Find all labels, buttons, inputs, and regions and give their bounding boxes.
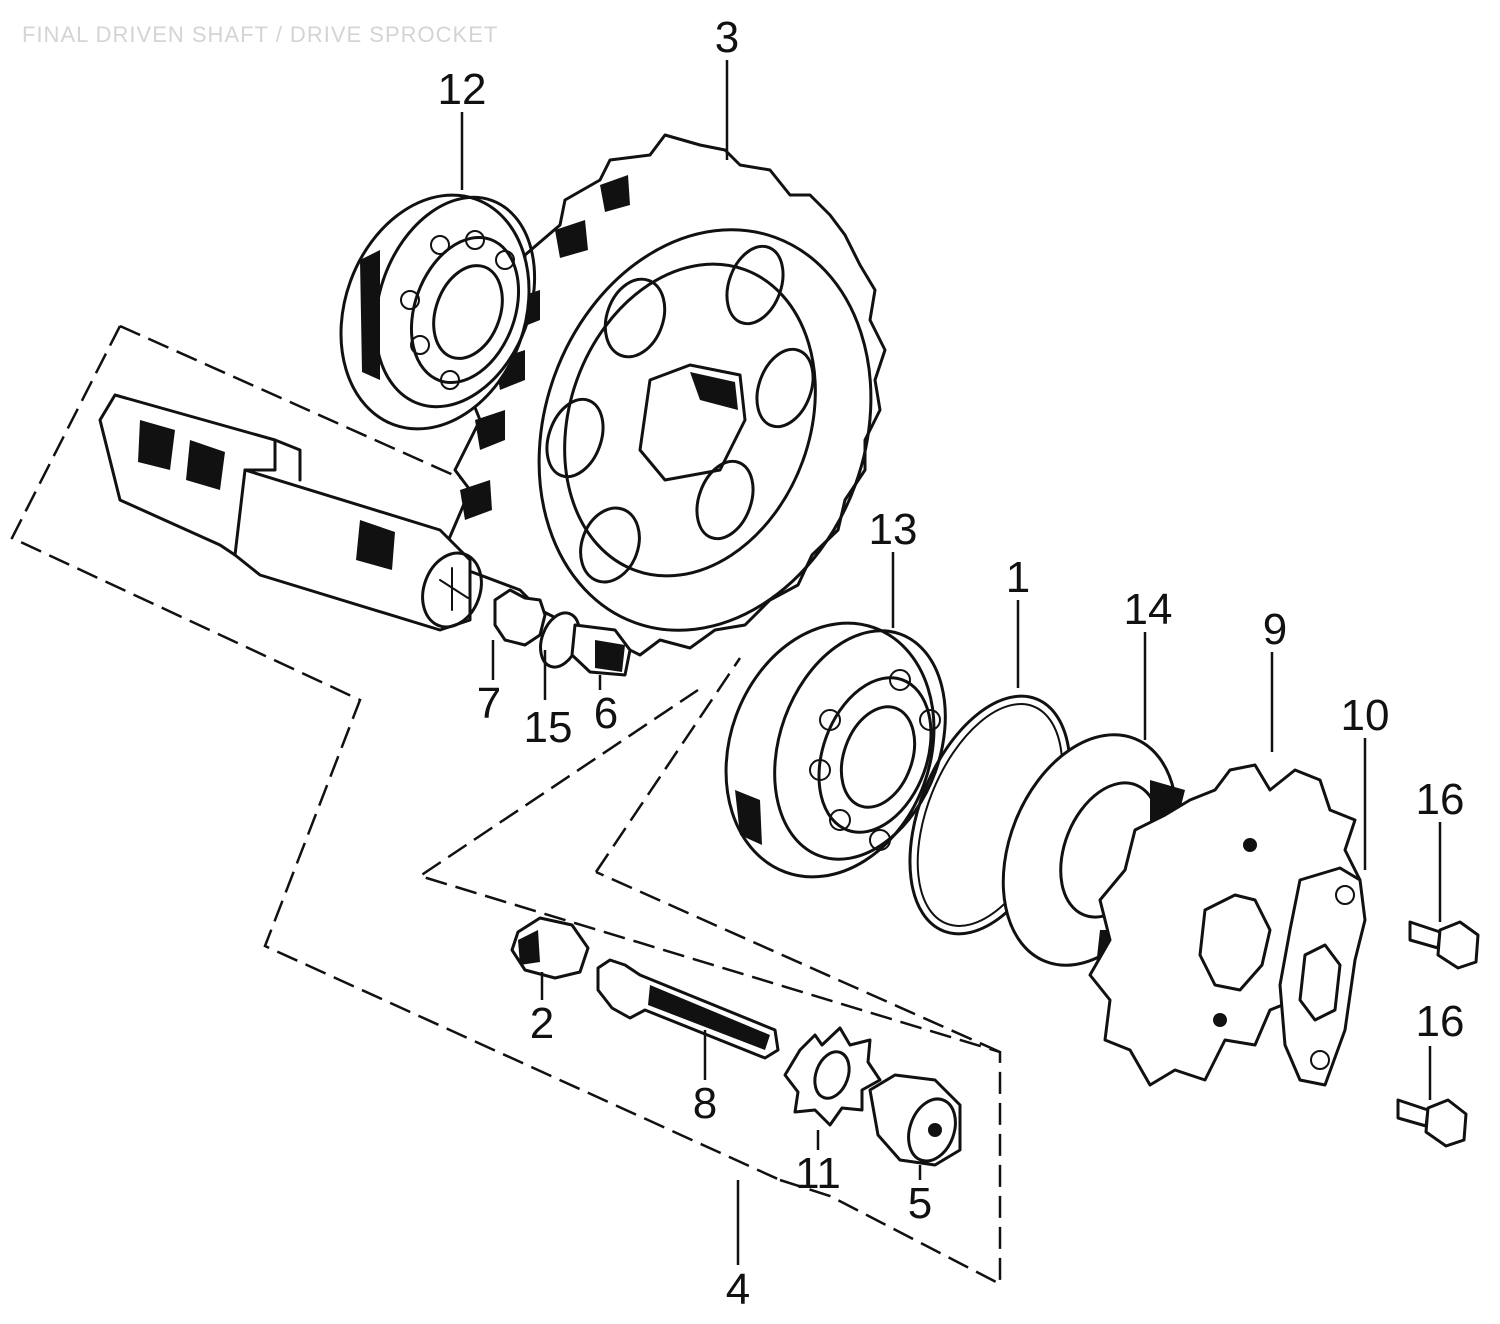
assembly-outline-dashed (10, 324, 1002, 1287)
callout-15: 15 (523, 703, 573, 752)
callout-6: 6 (593, 689, 619, 738)
final-driven-gear (438, 133, 887, 657)
callout-3: 3 (714, 13, 740, 62)
callout-5: 5 (907, 1179, 933, 1228)
callout-16-lower: 16 (1415, 997, 1465, 1046)
nut-6 (570, 623, 632, 677)
callout-1: 1 (1005, 553, 1031, 602)
callout-13: 13 (868, 505, 918, 554)
drive-sprocket-9 (1088, 763, 1362, 1087)
page-title: FINAL DRIVEN SHAFT / DRIVE SPROCKET (22, 22, 499, 47)
rod-8 (596, 958, 780, 1060)
callout-8: 8 (692, 1079, 718, 1128)
callout-2: 2 (529, 999, 555, 1048)
callout-9: 9 (1262, 605, 1288, 654)
callout-7: 7 (476, 679, 502, 728)
callout-12: 12 (437, 65, 487, 114)
callout-10: 10 (1340, 691, 1390, 740)
driven-shaft (98, 393, 547, 647)
leader-lines (460, 60, 1442, 1265)
callout-16-upper: 16 (1415, 775, 1465, 824)
bearing-13 (724, 621, 947, 879)
callout-11: 11 (795, 1149, 841, 1198)
cap-nut-5 (868, 1073, 962, 1167)
callout-14: 14 (1123, 585, 1173, 634)
bearing-12 (339, 193, 537, 431)
star-washer-11 (783, 1026, 882, 1127)
bolt-16-lower (1396, 1098, 1468, 1148)
cap-2 (510, 916, 590, 980)
callout-4: 4 (725, 1265, 751, 1314)
bolt-16-upper (1408, 920, 1480, 970)
lock-plate-10 (1278, 866, 1367, 1087)
